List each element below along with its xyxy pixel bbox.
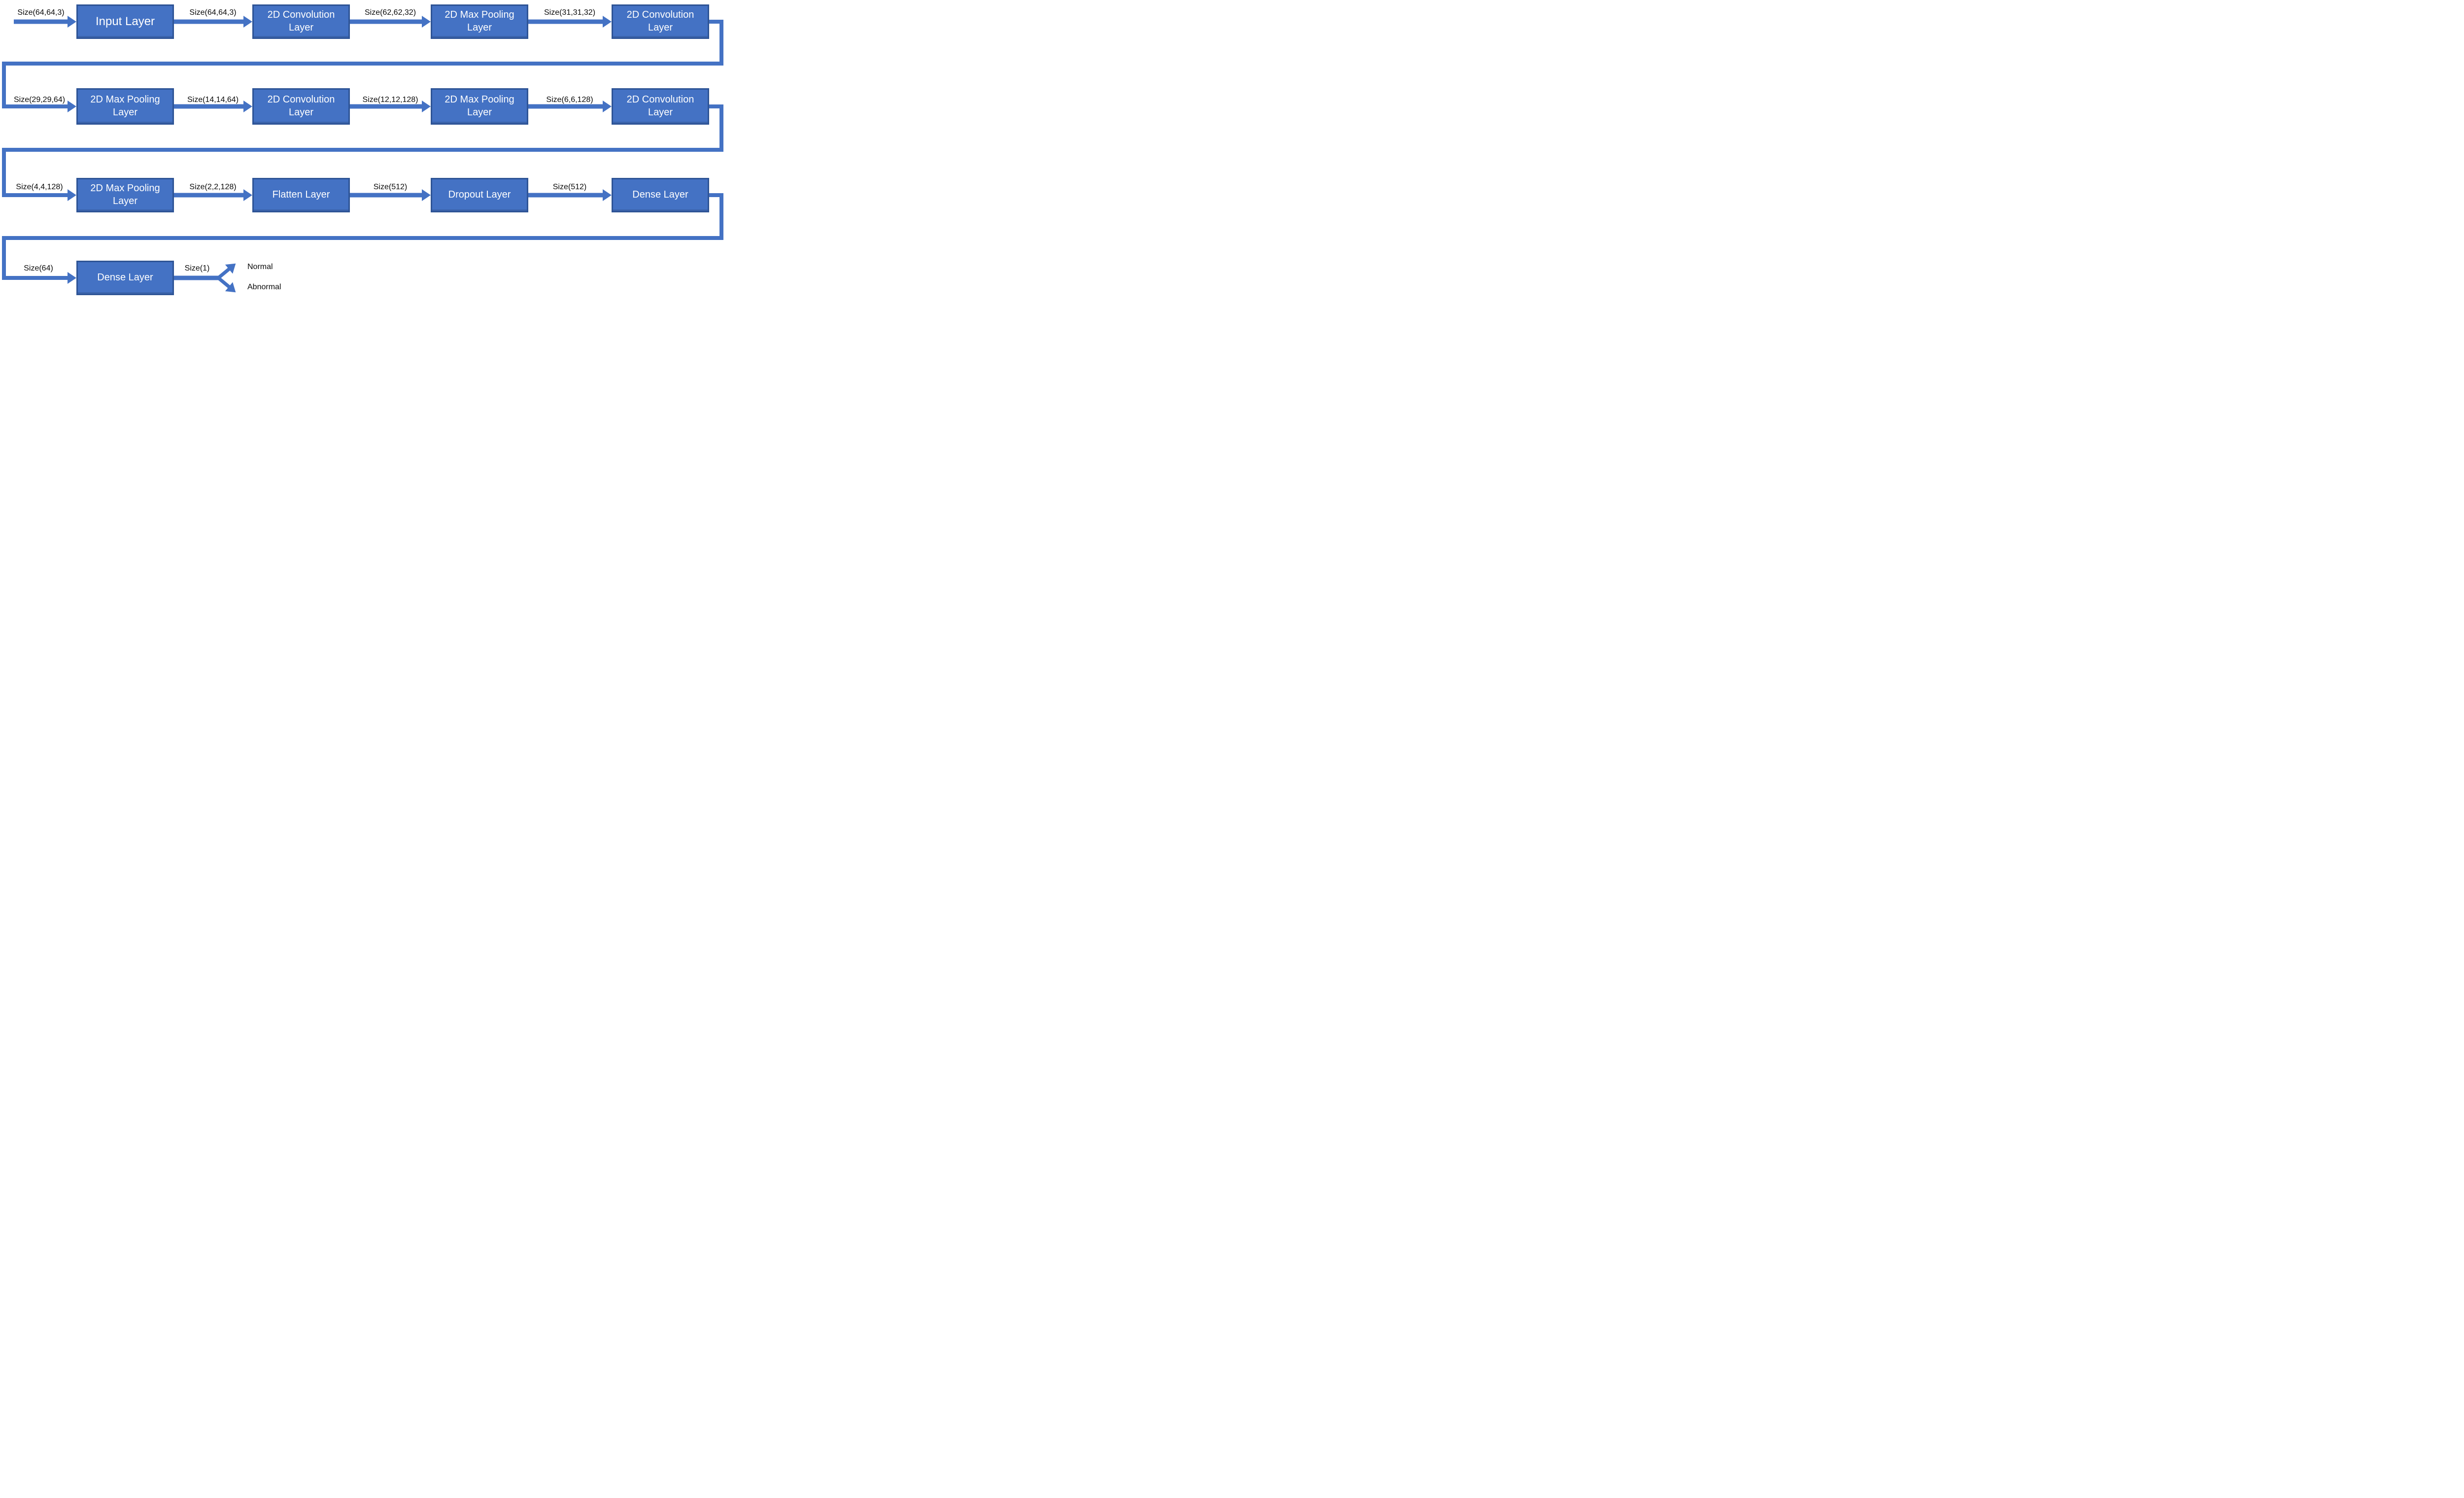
edge-label-size-6-6-128: Size(6,6,128) [546,96,593,104]
node-dense-layer-2: Dense Layer [76,261,174,295]
edge-label-size-14-14-64: Size(14,14,64) [187,96,239,104]
fork-arrow-abnormal [217,276,236,293]
output-label-abnormal: Abnormal [247,283,281,291]
node-maxpool2d-3: 2D Max Pooling Layer [431,88,528,125]
edge-label-size-62-62-32: Size(62,62,32) [364,8,416,17]
node-conv2d-4: 2D Convolution Layer [612,88,709,125]
node-dropout-layer: Dropout Layer [431,178,528,212]
node-flatten-layer: Flatten Layer [252,178,350,212]
edge-label-size-512-a: Size(512) [373,183,408,191]
cnn-architecture-diagram: Input Layer 2D Convolution Layer 2D Max … [0,0,727,300]
edge-label-size-512-b: Size(512) [552,183,587,191]
node-maxpool2d-4: 2D Max Pooling Layer [76,178,174,212]
output-label-normal: Normal [247,263,273,271]
node-dense-layer-1: Dense Layer [612,178,709,212]
edge-label-size-64-64-3-b: Size(64,64,3) [189,8,237,17]
node-conv2d-2: 2D Convolution Layer [612,4,709,39]
wrap-connector-row3-row4 [2,193,723,284]
edge-label-size-64-64-3-a: Size(64,64,3) [17,8,65,17]
wrap-connector-row2-row3 [2,104,723,201]
edge-label-size-31-31-32: Size(31,31,32) [544,8,596,17]
node-maxpool2d-2: 2D Max Pooling Layer [76,88,174,125]
edge-label-size-2-2-128: Size(2,2,128) [189,183,237,191]
edge-label-size-4-4-128: Size(4,4,128) [16,183,63,191]
node-conv2d-1: 2D Convolution Layer [252,4,350,39]
node-conv2d-3: 2D Convolution Layer [252,88,350,125]
edge-label-size-29-29-64: Size(29,29,64) [13,96,66,104]
connector-lines [2,16,723,293]
wrap-connector-row1-row2 [2,20,723,112]
node-maxpool2d-1: 2D Max Pooling Layer [431,4,528,39]
fork-arrow-normal [217,263,236,279]
edge-label-size-64: Size(64) [24,264,53,272]
node-input-layer: Input Layer [76,4,174,39]
edge-label-size-1: Size(1) [184,264,210,272]
edge-label-size-12-12-128: Size(12,12,128) [362,96,418,104]
